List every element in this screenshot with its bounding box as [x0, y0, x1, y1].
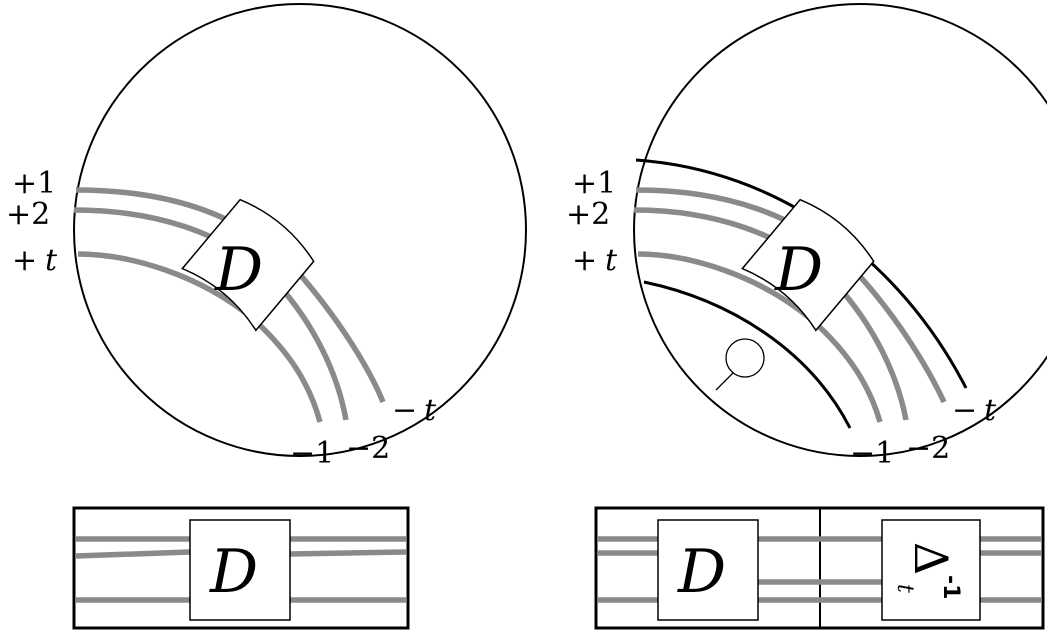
right-disk-small-stem — [715, 372, 734, 391]
left-label-minus-t-var: t — [424, 393, 437, 428]
left-label-minus-1: −1 — [290, 436, 334, 471]
right-rect-box-d-label: D — [677, 537, 726, 607]
right-disk-circle — [633, 3, 1047, 457]
left-label-plus-t-sign: + — [12, 243, 37, 278]
right-label-minus-t-sign: − — [952, 393, 977, 428]
left-rect-strand-mid-right — [289, 549, 407, 557]
right-label-plus-t-sign: + — [572, 243, 597, 278]
right-rect-delta-superscript: -1 — [938, 575, 963, 599]
right-disk-box-label: D — [774, 235, 823, 305]
right-rect-box-delta — [881, 519, 981, 621]
right-disk-inner-arc — [643, 280, 852, 429]
right-disk-box — [741, 198, 875, 332]
left-rect-box-label: D — [209, 537, 258, 607]
right-rectangle: D Δ t -1 — [594, 506, 1045, 630]
left-label-plus-2: +2 — [6, 197, 50, 232]
left-disk-box — [181, 198, 315, 332]
left-rectangle: D — [72, 506, 410, 630]
right-disk: D +1 +2 + t − t −1 −2 — [566, 3, 1047, 471]
right-label-minus-2: −2 — [906, 431, 950, 466]
left-label-plus-t-var: t — [45, 243, 58, 278]
left-label-plus-1: +1 — [12, 166, 56, 201]
right-disk-small-circle — [725, 338, 765, 378]
right-rect-box-d — [657, 519, 759, 621]
right-rect-delta-rotated: Δ t -1 — [892, 542, 963, 599]
left-disk-box-label: D — [214, 235, 263, 305]
left-disk: D +1 +2 + t − t −1 −2 — [6, 3, 527, 471]
left-rect-strand-mid-left — [75, 549, 191, 559]
left-rect-box — [189, 519, 291, 621]
left-disk-circle — [73, 3, 527, 457]
right-rect-delta-symbol: Δ — [904, 542, 958, 575]
left-label-minus-t-sign: − — [392, 393, 417, 428]
right-label-minus-1: −1 — [850, 436, 894, 471]
right-rect-delta-subscript: t — [892, 584, 917, 593]
left-label-minus-2: −2 — [346, 431, 390, 466]
right-label-plus-1: +1 — [572, 166, 616, 201]
right-label-minus-t-var: t — [984, 393, 997, 428]
left-rectangle-frame — [72, 506, 410, 630]
right-label-plus-2: +2 — [566, 197, 610, 232]
right-label-plus-t-var: t — [605, 243, 618, 278]
